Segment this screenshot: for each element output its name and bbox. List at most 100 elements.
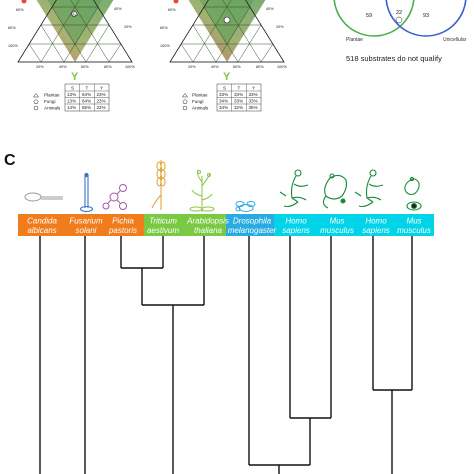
- species-box-triticum: [144, 214, 184, 236]
- species-name: solani: [76, 226, 97, 235]
- species-name: thaliana: [194, 226, 223, 235]
- legend-value: 35%: [249, 105, 258, 110]
- legend-value: 33%: [219, 92, 228, 97]
- venn-value: 22: [396, 10, 402, 16]
- venn-note: 518 substrates do not qualify: [346, 54, 442, 63]
- arabidopsis-icon: [189, 169, 215, 212]
- fusarium-icon: [79, 172, 94, 213]
- venn-value: 93: [423, 13, 429, 19]
- legend-value: 13%: [67, 99, 76, 104]
- pentagon-icon: [182, 99, 188, 104]
- legend-value: 22%: [97, 105, 106, 110]
- circle-marker: [395, 16, 403, 24]
- fly-icon: [235, 201, 256, 212]
- triangle-icon: [33, 93, 39, 98]
- legend-row-label: Animals: [192, 106, 209, 111]
- tick-label: 40%: [211, 65, 219, 69]
- legend-row-label: Plantae: [192, 93, 208, 98]
- tick-label: 60%: [81, 65, 89, 69]
- species-box-mus-2: [394, 214, 434, 236]
- ternary-legend-right: S T Y Plantae 33% 33% 33% Fungi 34% 33% …: [182, 83, 262, 112]
- triangle-icon: [182, 93, 188, 98]
- person-icon: [354, 169, 384, 208]
- data-point-plantae: [72, 9, 78, 16]
- species-box-candida: [18, 214, 62, 236]
- legend-row-label: Plantae: [44, 93, 60, 98]
- tick-label: 100%: [8, 44, 18, 48]
- legend-value: 33%: [249, 92, 258, 97]
- tick-label: 60%: [233, 65, 241, 69]
- species-box-mus: [316, 214, 358, 236]
- legend-header: T: [238, 86, 241, 91]
- legend-row-label: Fungi: [44, 99, 56, 104]
- legend-value: 34%: [219, 99, 228, 104]
- tick-label: 20%: [276, 25, 284, 29]
- tick-label: 60%: [168, 8, 176, 12]
- venn-circle-unicellular: [385, 0, 467, 37]
- species-box-pichia: [106, 214, 144, 236]
- species-name: melanogaster: [228, 226, 277, 235]
- species-name: sapiens: [362, 226, 390, 235]
- ternary-plot-right: 100% 20% 40% 60% 80% 100% 40% 20% 60% 80…: [160, 0, 287, 112]
- corner-label-y: Y: [223, 71, 231, 83]
- species-name: Candida: [27, 217, 57, 226]
- tick-label: 80%: [8, 26, 16, 30]
- legend-row-label: Fungi: [192, 99, 204, 104]
- mushroom-icon: [24, 192, 63, 202]
- species-box-arabidopsis: [184, 214, 226, 236]
- legend-value: 23%: [97, 92, 106, 97]
- pentagon-icon: [33, 99, 39, 104]
- species-name: pastoris: [108, 226, 137, 235]
- species-name: musculus: [320, 226, 354, 235]
- venn-value: 59: [366, 13, 372, 19]
- legend-header: Y: [252, 86, 255, 91]
- species-box-homo: [274, 214, 316, 236]
- legend-value: 65%: [82, 105, 91, 110]
- tick-label: 40%: [114, 7, 122, 11]
- circle-icon: [33, 105, 39, 111]
- species-name: aestivum: [147, 226, 179, 235]
- tick-label: 80%: [104, 65, 112, 69]
- species-name: Homo: [285, 217, 307, 226]
- tick-label: 100%: [125, 65, 135, 69]
- tick-label: 40%: [59, 65, 67, 69]
- species-name: Pichia: [112, 217, 134, 226]
- legend-value: 14%: [67, 105, 76, 110]
- legend-value: 64%: [82, 92, 91, 97]
- tick-label: 20%: [36, 65, 44, 69]
- species-box-drosophila: [226, 214, 274, 236]
- yeast-icon: [102, 184, 127, 210]
- corner-marker: [173, 0, 179, 4]
- species-name: Triticum: [149, 217, 177, 226]
- venn-label: Unicellular: [443, 37, 467, 43]
- wheat-icon: [151, 160, 166, 210]
- legend-value: 64%: [82, 99, 91, 104]
- species-name: sapiens: [282, 226, 310, 235]
- venn-diagram: 59 22 93 Plantae Unicellular 518 substra…: [333, 0, 467, 63]
- species-box-homo-2: [358, 214, 394, 236]
- tick-label: 100%: [277, 65, 287, 69]
- tick-label: 40%: [266, 7, 274, 11]
- legend-value: 13%: [67, 92, 76, 97]
- venn-label: Plantae: [346, 37, 363, 43]
- panel-label-c: C: [4, 152, 16, 169]
- species-labels: Candida albicans Fusarium solani Pichia …: [18, 214, 434, 236]
- legend-value: 34%: [219, 105, 228, 110]
- person-icon: [279, 169, 309, 208]
- tick-label: 80%: [160, 26, 168, 30]
- data-point-cluster: [223, 16, 231, 24]
- species-name: Homo: [365, 217, 387, 226]
- mouse-icon: [322, 173, 348, 209]
- tick-label: 20%: [188, 65, 196, 69]
- legend-header: T: [86, 86, 89, 91]
- legend-header: S: [71, 86, 74, 91]
- tick-label: 80%: [256, 65, 264, 69]
- legend-value: 33%: [234, 99, 243, 104]
- legend-value: 33%: [249, 99, 258, 104]
- corner-label-y: Y: [71, 71, 79, 83]
- legend-row-label: Animals: [44, 106, 61, 111]
- legend-header: Y: [100, 86, 103, 91]
- dendrogram: [39, 236, 413, 474]
- venn-circle-plantae: [333, 0, 415, 37]
- species-name: albicans: [27, 226, 56, 235]
